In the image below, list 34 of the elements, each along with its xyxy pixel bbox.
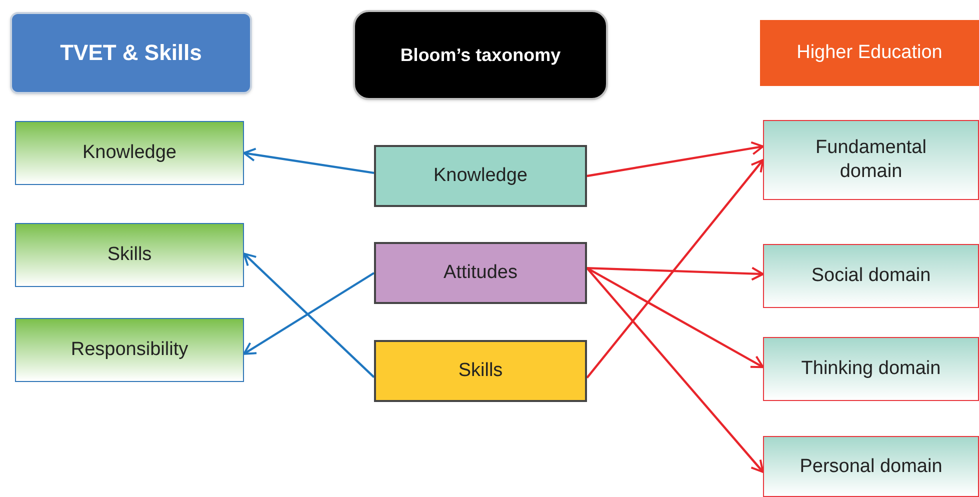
domain-box	[763, 244, 979, 308]
arrow	[586, 141, 764, 178]
category-box	[15, 223, 244, 287]
arrow	[243, 148, 374, 174]
arrow	[586, 266, 764, 281]
category-box	[374, 242, 587, 304]
domain-box	[763, 120, 979, 200]
header-box	[10, 12, 252, 94]
box-label: Knowledge	[82, 141, 177, 165]
header-box	[760, 20, 979, 86]
box-label: Attitudes	[444, 261, 518, 285]
box-label: Thinking domain	[801, 357, 941, 381]
box-label: Skills	[107, 243, 152, 267]
box-label: Higher Education	[796, 41, 942, 65]
arrow	[243, 252, 375, 378]
arrow	[586, 267, 764, 368]
box-label: Knowledge	[433, 164, 528, 188]
header-box	[353, 10, 608, 100]
box-label: Skills	[458, 359, 503, 383]
box-label: Bloom’s taxonomy	[400, 44, 561, 66]
arrow	[586, 159, 764, 379]
box-label: TVET & Skills	[60, 39, 202, 67]
box-label: Fundamental domain	[814, 136, 928, 184]
category-box	[15, 318, 244, 382]
box-label: Responsibility	[70, 338, 188, 362]
arrow	[586, 267, 764, 473]
domain-box	[763, 436, 979, 497]
box-label: Social domain	[811, 264, 931, 288]
domain-box	[763, 337, 979, 401]
category-box	[374, 340, 587, 402]
arrow	[243, 272, 375, 355]
box-label: Personal domain	[800, 454, 942, 478]
category-box	[15, 121, 244, 185]
category-box	[374, 145, 587, 207]
